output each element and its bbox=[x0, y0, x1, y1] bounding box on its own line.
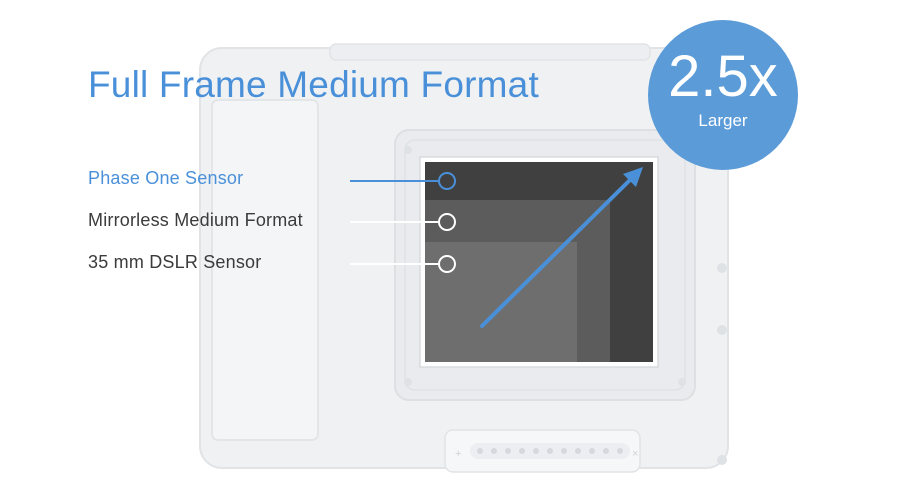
page-title: Full Frame Medium Format bbox=[88, 64, 539, 105]
dslr-sensor-area bbox=[425, 242, 577, 362]
svg-text:×: × bbox=[632, 448, 638, 460]
connector-pin bbox=[505, 448, 511, 454]
size-comparison-badge: 2.5x Larger bbox=[648, 20, 798, 170]
sensor-diagram bbox=[419, 156, 659, 368]
marker-mirrorless bbox=[438, 213, 456, 231]
connector-pin bbox=[547, 448, 553, 454]
connector-pin bbox=[533, 448, 539, 454]
sensor-label-mirrorless: Mirrorless Medium Format bbox=[88, 210, 303, 230]
growth-arrow-head bbox=[623, 167, 643, 187]
marker-dslr bbox=[438, 255, 456, 273]
connector-pin bbox=[477, 448, 483, 454]
badge-caption: Larger bbox=[698, 111, 748, 130]
connector-pin bbox=[589, 448, 595, 454]
connector-pin bbox=[561, 448, 567, 454]
badge-value: 2.5x bbox=[668, 44, 778, 109]
connector-pin bbox=[617, 448, 623, 454]
connector-pin bbox=[491, 448, 497, 454]
connector-pin bbox=[575, 448, 581, 454]
growth-arrow-line bbox=[480, 174, 636, 328]
marker-phase-one bbox=[438, 172, 456, 190]
sensor-label-phase-one: Phase One Sensor bbox=[88, 168, 244, 188]
sensor-label-dslr: 35 mm DSLR Sensor bbox=[88, 252, 262, 272]
connector-pin bbox=[603, 448, 609, 454]
connector-pin bbox=[519, 448, 525, 454]
connector-strip: + × bbox=[444, 429, 641, 473]
svg-text:+: + bbox=[455, 448, 461, 460]
sensor-callouts bbox=[350, 172, 456, 273]
